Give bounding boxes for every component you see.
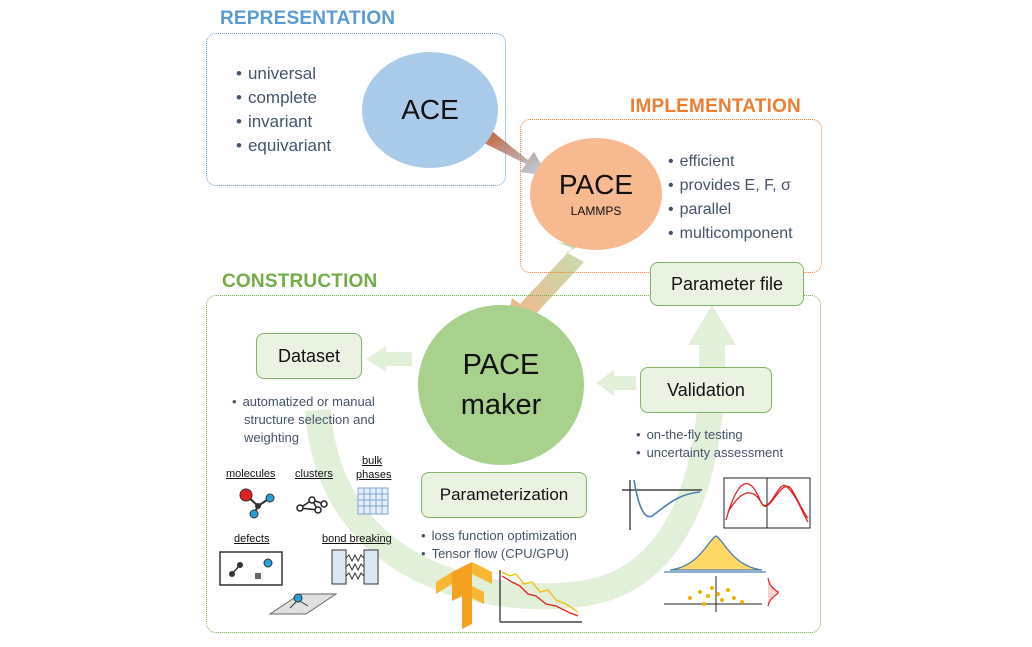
potential-curve-plot <box>622 479 702 530</box>
validation-label: Validation <box>667 379 745 400</box>
dataset-bullet: automatized or manual <box>232 393 375 411</box>
implementation-bullet: efficient <box>668 150 793 174</box>
dataset-bullet-line: weighting <box>244 430 299 445</box>
dataset-label: Dataset <box>277 345 341 366</box>
parameter-file-label: Parameter file <box>670 273 784 294</box>
bond-breaking-icon <box>331 549 379 585</box>
dataset-bullet-cont: weighting <box>232 429 375 447</box>
pacemaker-circle: PACE maker <box>418 305 584 465</box>
pace-circle: PACE LAMMPS <box>530 138 662 250</box>
representation-bullets: universal complete invariant equivariant <box>236 62 331 158</box>
pace-label: PACE <box>558 169 634 200</box>
parameterization-bullet: Tensor flow (CPU/GPU) <box>421 545 577 563</box>
implementation-bullet: parallel <box>668 198 793 222</box>
implementation-title: IMPLEMENTATION <box>630 96 801 117</box>
representation-bullet: equivariant <box>236 134 331 158</box>
implementation-bullet: provides E, F, σ <box>668 174 793 198</box>
dataset-bullets: automatized or manual structure selectio… <box>232 393 375 447</box>
validation-bullet: on-the-fly testing <box>636 426 783 444</box>
defects-icon <box>219 551 283 586</box>
tensorflow-logo-icon <box>436 562 492 629</box>
representation-panel <box>206 33 506 186</box>
parameterization-label: Parameterization <box>439 485 569 504</box>
bulk-label-line1: bulk <box>362 455 383 467</box>
arrow-ace-to-pace <box>478 128 548 176</box>
implementation-bullet: multicomponent <box>668 222 793 246</box>
surface-icon <box>268 593 338 615</box>
dataset-box: Dataset <box>256 333 362 379</box>
pacemaker-line1: PACE <box>462 349 540 381</box>
validation-bullets: on-the-fly testing uncertainty assessmen… <box>636 426 784 462</box>
dataset-bullet-line: automatized or manual <box>242 394 375 409</box>
defects-label: defects <box>234 533 270 545</box>
bulk-label-line2: phases <box>356 469 392 481</box>
loss-curve-plot <box>499 570 582 623</box>
cycle-arrowhead <box>688 305 736 345</box>
bond-breaking-label: bond breaking <box>322 533 392 545</box>
validation-curves-plot <box>723 477 811 529</box>
dataset-bullet-cont: structure selection and <box>232 411 375 429</box>
ace-label: ACE <box>401 94 459 125</box>
clusters-label: clusters <box>295 468 333 480</box>
arrow-from-validation <box>596 370 636 396</box>
dataset-bullet-line: structure selection and <box>244 412 375 427</box>
cluster-icon <box>296 496 328 514</box>
representation-title: REPRESENTATION <box>220 8 396 29</box>
molecules-label: molecules <box>226 468 276 480</box>
parameterization-bullets: loss function optimization Tensor flow (… <box>421 527 577 563</box>
validation-box: Validation <box>640 367 772 413</box>
bulk-phases-icon <box>357 487 389 515</box>
validation-bullet: uncertainty assessment <box>636 444 784 462</box>
lammps-label: LAMMPS <box>570 204 622 218</box>
arrow-to-dataset <box>366 346 412 372</box>
ace-circle: ACE <box>362 52 498 168</box>
parameterization-bullet: loss function optimization <box>421 527 577 545</box>
representation-bullet: invariant <box>236 110 331 134</box>
representation-bullet: universal <box>236 62 331 86</box>
parameter-file-box: Parameter file <box>650 262 804 306</box>
construction-panel <box>206 295 821 633</box>
construction-title: CONSTRUCTION <box>222 271 378 292</box>
parameterization-box: Parameterization <box>421 472 587 518</box>
representation-bullet: complete <box>236 86 331 110</box>
implementation-bullets: efficient provides E, F, σ parallel mult… <box>668 150 793 246</box>
pacemaker-line2: maker <box>460 389 542 421</box>
molecule-icon <box>239 488 275 519</box>
uncertainty-scatter-plot <box>664 535 779 612</box>
